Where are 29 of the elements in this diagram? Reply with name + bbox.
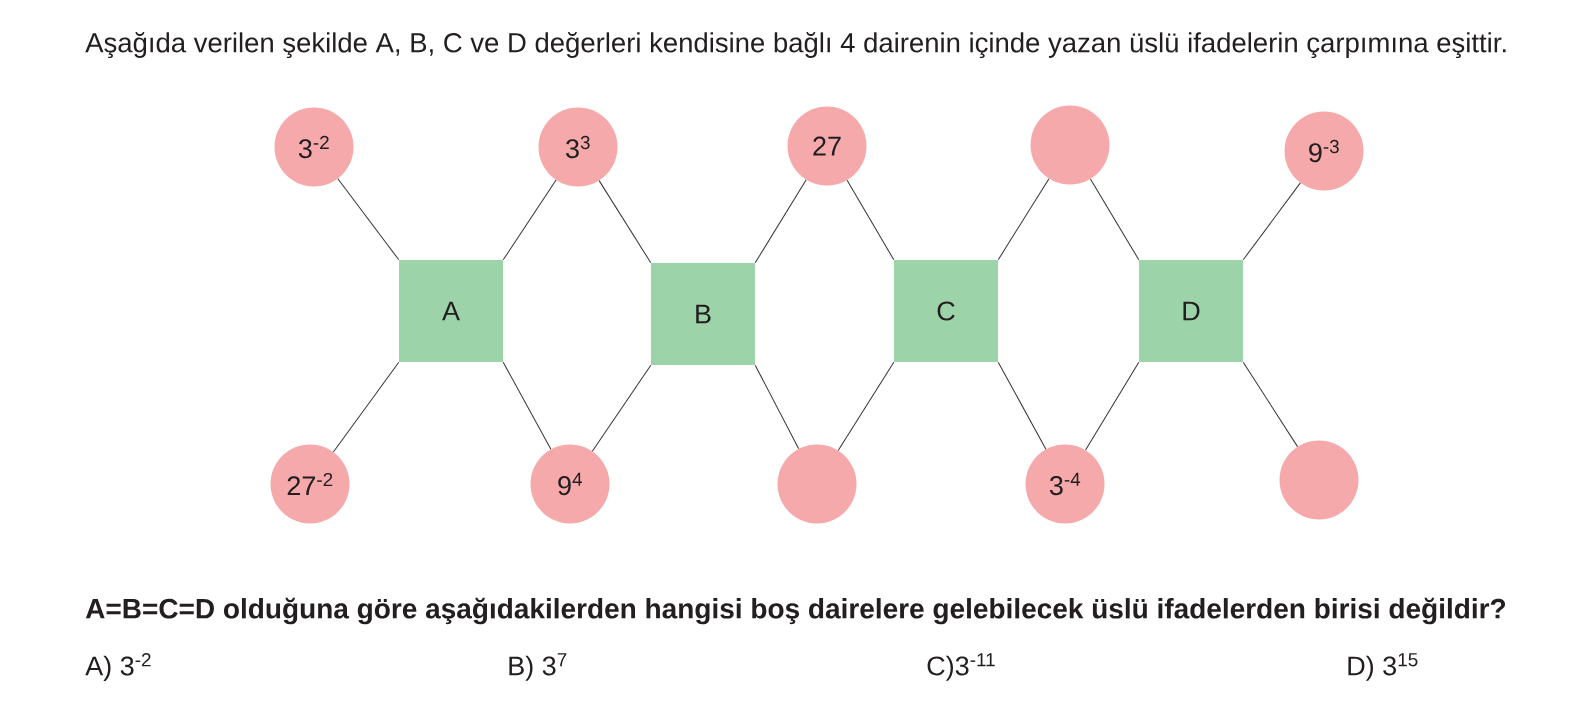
connector-line <box>337 178 400 261</box>
letter-square: B <box>651 263 755 365</box>
letter-square: D <box>1139 260 1243 362</box>
answer-choice: C)3$^{-11}$ <box>927 653 995 681</box>
connector-line <box>591 364 652 452</box>
letter-square: A <box>399 260 503 362</box>
connector-line <box>1242 182 1301 261</box>
connector-line <box>502 179 557 261</box>
connector-line <box>1085 361 1140 451</box>
question-text: A=B=C=D olduğuna göre aşağıdakilerden hangisi boş dairelere gelebilecek üslü ifadelerden birisi değildir? <box>85 597 1506 625</box>
connector-line <box>754 179 807 264</box>
connector-line <box>1089 178 1140 261</box>
answer-choice: D) 3$^{15}$ <box>1348 653 1418 681</box>
connector-line <box>1242 361 1299 448</box>
empty-circle <box>777 444 857 524</box>
connector-line <box>598 180 652 264</box>
empty-circle <box>1030 105 1110 185</box>
answer-choice: B) 3$^{7}$ <box>509 653 567 681</box>
connector-line <box>997 178 1050 261</box>
connector-line <box>846 179 895 261</box>
connector-line <box>997 361 1047 450</box>
connector-line <box>837 361 895 451</box>
connector-line <box>332 361 400 453</box>
connector-line <box>502 361 552 450</box>
instruction-text: Aşağıda verilen şekilde A, B, C ve D değerleri kendisine bağlı 4 dairenin içinde yazan üslü ifadelerin çarpımına eşittir. <box>85 31 1506 59</box>
letter-square: C <box>894 260 998 362</box>
answer-choice: A) 3$^{-2}$ <box>85 653 151 681</box>
connector-line <box>754 364 800 450</box>
empty-circle <box>1279 440 1359 520</box>
